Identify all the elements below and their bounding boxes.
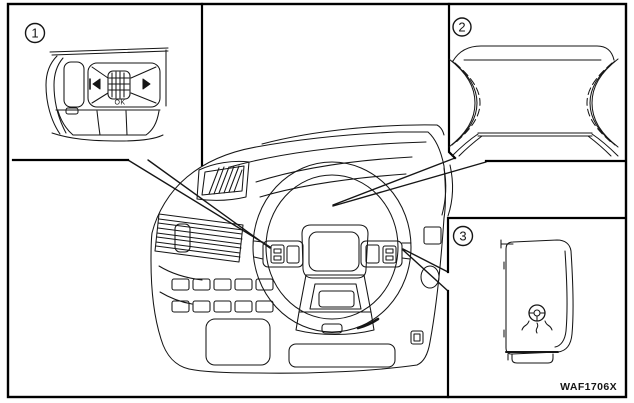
right-spoke-switch [360, 240, 412, 268]
information-display-illustration [448, 45, 619, 157]
rim-accent [356, 317, 380, 330]
start-knob [420, 265, 440, 289]
callout-box-1-border [11, 2, 204, 167]
figure-code: WAF1706X [560, 381, 617, 393]
leader-line-2 [332, 157, 487, 207]
callout-boxes [11, 2, 627, 399]
callout-2-badge [452, 17, 472, 37]
left-spoke-switch [253, 240, 304, 268]
lower-left-tray [205, 318, 271, 366]
heated-switch-illustration [500, 239, 574, 364]
cluster-hood-arc-2 [259, 173, 407, 198]
callout-1-number: 1 [31, 26, 38, 41]
callout-box-2-border [447, 2, 627, 163]
center-lower-tray [288, 343, 396, 368]
callout-3-badge [452, 225, 474, 247]
small-marked-box [410, 330, 424, 345]
heated-steering-wheel-icon [521, 304, 553, 334]
dash-button-row-1 [171, 278, 274, 291]
callout-box-3-border [446, 216, 627, 399]
cowl-line [261, 124, 445, 145]
cluster-hood-arc [255, 156, 413, 183]
dashboard-illustration [150, 124, 453, 374]
rim-bottom-tab [321, 323, 343, 334]
figure-border [6, 2, 628, 399]
display-control-switch-illustration [45, 47, 169, 142]
leader-line-3 [402, 248, 449, 292]
callout-3-number: 3 [459, 229, 466, 244]
steering-column [295, 274, 375, 335]
dash-ridge-line [229, 141, 427, 168]
leader-line-1 [127, 159, 271, 249]
defroster-vent [196, 160, 250, 201]
steering-wheel [252, 161, 412, 334]
airbag-pad [301, 224, 369, 279]
left-air-vent [154, 213, 244, 263]
callout-2: 2 [448, 17, 619, 157]
callout-3: 3 [452, 225, 574, 364]
right-dash-edge-curves [441, 164, 453, 217]
previous-arrow-icon [92, 78, 101, 90]
switch-body [505, 239, 574, 355]
scroll-wheel-icon [107, 70, 131, 100]
callout-1-badge [24, 22, 46, 44]
dashboard-outline [150, 131, 447, 374]
callout-2-number: 2 [458, 20, 465, 35]
ok-label: OK [114, 100, 125, 107]
dash-button-row-2 [171, 300, 274, 313]
right-dash-switch [423, 226, 442, 245]
next-arrow-icon [142, 78, 151, 90]
callout-1: 1 OK [24, 22, 169, 142]
leader-lines [127, 157, 487, 292]
control-pad [87, 62, 161, 108]
